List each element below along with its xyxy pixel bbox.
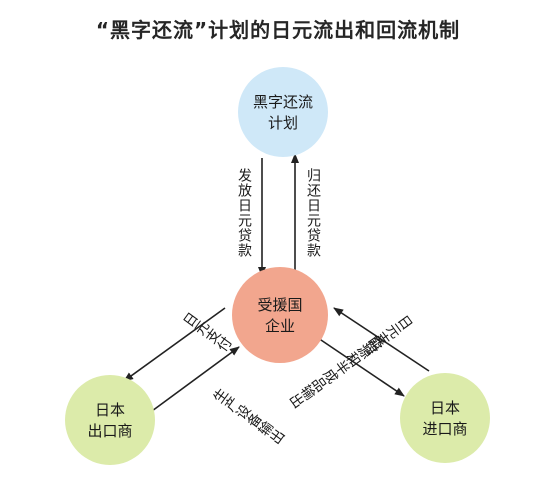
node-enterprise: 受援国 企业 xyxy=(232,267,328,363)
arrow-export-goods xyxy=(317,337,405,397)
label-yen-pay-import-group: 日元支付 xyxy=(359,311,415,358)
node-importer-label-line1: 日本 xyxy=(430,399,460,417)
arrow-export-equipment xyxy=(151,346,240,412)
label-issue-loan: 发放日元贷款 xyxy=(236,168,252,258)
label-yen-pay-import: 日元支付 xyxy=(359,311,415,358)
node-exporter-label-line2: 出口商 xyxy=(87,422,132,440)
node-enterprise-circle xyxy=(232,267,328,363)
node-enterprise-label-line2: 企业 xyxy=(265,317,295,335)
node-importer-circle xyxy=(400,373,490,463)
node-plan: 黑字还流 计划 xyxy=(238,67,328,157)
node-importer-label-line2: 进口商 xyxy=(422,420,467,438)
node-exporter-label-line1: 日本 xyxy=(95,401,125,419)
node-exporter: 日本 出口商 xyxy=(65,375,155,465)
label-yen-pay-export-group: 日元支付 xyxy=(179,310,235,357)
node-enterprise-label-line1: 受援国 xyxy=(257,296,302,314)
node-plan-circle xyxy=(238,67,328,157)
label-export-equipment: 生产设备输出 xyxy=(209,386,287,449)
diagram-title: “黑字还流”计划的日元流出和回流机制 xyxy=(95,18,461,42)
label-export-equipment-group: 生产设备输出 xyxy=(209,386,287,449)
node-importer: 日本 进口商 xyxy=(400,373,490,463)
arrow-yen-pay-import xyxy=(333,307,430,372)
label-yen-pay-export: 日元支付 xyxy=(179,310,235,357)
node-exporter-circle xyxy=(65,375,155,465)
label-repay-loan: 归还日元贷款 xyxy=(305,167,321,258)
node-plan-label-line1: 黑字还流 xyxy=(253,93,313,111)
node-plan-label-line2: 计划 xyxy=(268,114,298,132)
arrow-yen-pay-export xyxy=(123,307,226,382)
arrows xyxy=(123,153,430,412)
